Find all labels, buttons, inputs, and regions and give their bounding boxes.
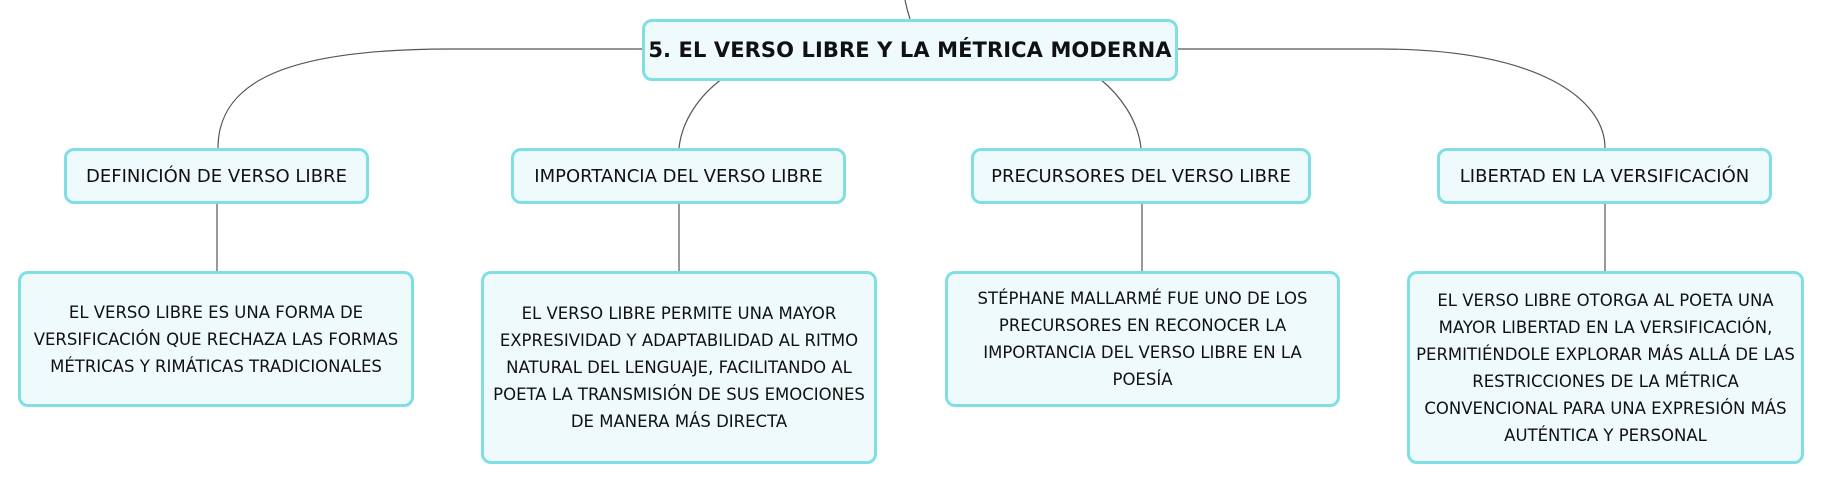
connector-root-to-topic-precursores: [1099, 78, 1142, 149]
topic-node-precursores[interactable]: PRECURSORES DEL VERSO LIBRE: [971, 148, 1311, 204]
connector-parent-to-root: [904, 0, 911, 20]
connector-root-to-topic-libertad: [1178, 48, 1606, 149]
topic-node-definicion[interactable]: DEFINICIÓN DE VERSO LIBRE: [64, 148, 369, 204]
topic-node-label: LIBERTAD EN LA VERSIFICACIÓN: [1459, 165, 1750, 187]
root-node-label: 5. EL VERSO LIBRE Y LA MÉTRICA MODERNA: [648, 38, 1172, 62]
topic-node-label: IMPORTANCIA DEL VERSO LIBRE: [534, 165, 823, 187]
detail-node-text: STÉPHANE MALLARMÉ FUE UNO DE LOS PRECURS…: [977, 289, 1308, 389]
topic-node-label: DEFINICIÓN DE VERSO LIBRE: [86, 165, 347, 187]
connector-root-to-topic-definicion: [217, 48, 642, 149]
topic-node-label: PRECURSORES DEL VERSO LIBRE: [991, 165, 1291, 187]
topic-node-libertad[interactable]: LIBERTAD EN LA VERSIFICACIÓN: [1437, 148, 1772, 204]
topic-node-importancia[interactable]: IMPORTANCIA DEL VERSO LIBRE: [511, 148, 846, 204]
root-node-verso-libre-metrica-moderna[interactable]: 5. EL VERSO LIBRE Y LA MÉTRICA MODERNA: [642, 19, 1178, 81]
detail-node-importancia[interactable]: EL VERSO LIBRE PERMITE UNA MAYOR EXPRESI…: [481, 271, 877, 464]
detail-node-text: EL VERSO LIBRE OTORGA AL POETA UNA MAYOR…: [1416, 290, 1795, 445]
detail-node-precursores[interactable]: STÉPHANE MALLARMÉ FUE UNO DE LOS PRECURS…: [945, 271, 1340, 407]
connector-root-to-topic-importancia: [678, 78, 723, 149]
detail-node-text: EL VERSO LIBRE PERMITE UNA MAYOR EXPRESI…: [493, 304, 865, 431]
detail-node-definicion[interactable]: EL VERSO LIBRE ES UNA FORMA DE VERSIFICA…: [18, 271, 414, 407]
detail-node-libertad[interactable]: EL VERSO LIBRE OTORGA AL POETA UNA MAYOR…: [1407, 271, 1804, 464]
detail-node-text: EL VERSO LIBRE ES UNA FORMA DE VERSIFICA…: [33, 302, 399, 376]
